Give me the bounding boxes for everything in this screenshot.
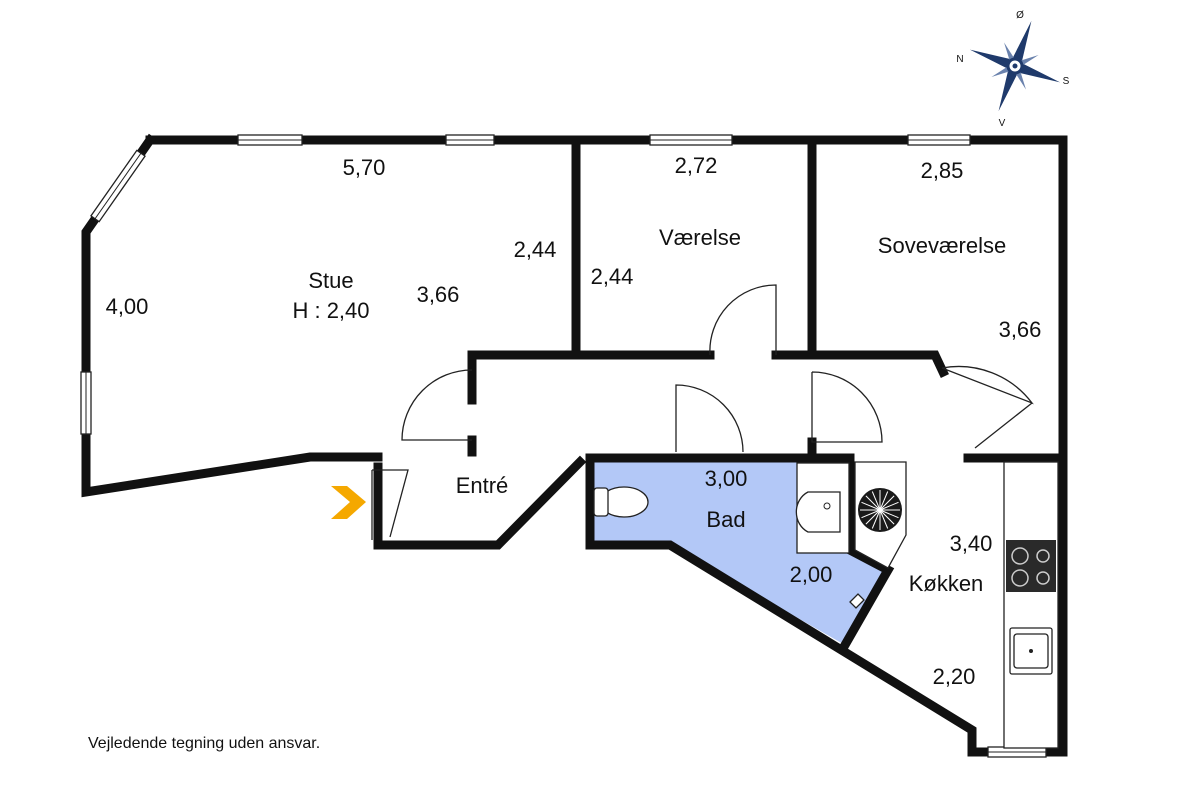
dim-kokken-width: 2,20 — [933, 664, 976, 689]
dim-stue-width: 5,70 — [343, 155, 386, 180]
dim-kokken-depth: 3,40 — [950, 531, 993, 556]
boiler — [854, 461, 907, 569]
dim-stue-right-segment: 2,44 — [514, 237, 557, 262]
boiler-fan-blade — [871, 509, 881, 529]
disclaimer-text: Vejledende tegning uden ansvar. — [88, 735, 320, 752]
compass-rose — [969, 20, 1061, 112]
windows — [80, 134, 1047, 758]
window-stue-diagonal — [90, 149, 146, 223]
boiler-fan-blade — [861, 501, 881, 511]
hall-top-wall-1 — [467, 350, 715, 405]
door-entrance — [371, 469, 409, 540]
window-stue-top-1 — [237, 134, 303, 146]
compass-east-label: Ø — [1016, 10, 1024, 21]
outer-wall — [145, 135, 1068, 757]
dim-stue-left-height: 4,00 — [106, 294, 149, 319]
door-bad — [675, 384, 744, 453]
walls — [81, 133, 1068, 757]
dim-sove-width: 2,85 — [921, 158, 964, 183]
compass-south-label: S — [1063, 76, 1070, 87]
kitchen-fixtures — [1003, 461, 1059, 749]
toilet-tank — [593, 487, 609, 517]
dim-bad-width: 3,00 — [705, 466, 748, 491]
entre-wall — [373, 455, 587, 550]
window-vaerelse-top — [649, 134, 733, 146]
kitchen-counter — [1003, 461, 1059, 749]
window-stue-left — [80, 371, 92, 435]
bath-tap — [849, 593, 865, 609]
boiler-fan-blade — [879, 509, 889, 529]
door-stue — [401, 369, 473, 441]
doors — [371, 284, 1034, 540]
boiler-fan-blade — [879, 501, 899, 511]
compass-north-label: N — [956, 54, 963, 65]
window-stue-top-2 — [445, 134, 495, 146]
dim-sove-depth: 3,66 — [999, 317, 1042, 342]
hob-plate-3 — [1011, 569, 1029, 587]
room-label-entre: Entré — [456, 473, 509, 498]
boiler-fan-blade — [865, 495, 881, 511]
dim-vaerelse-depth: 2,44 — [591, 264, 634, 289]
boiler-fan-blade — [865, 509, 881, 525]
bath-fixtures — [593, 462, 865, 609]
kitchen-sink-drain — [1029, 649, 1033, 653]
room-label-bad: Bad — [706, 507, 745, 532]
door-vaerelse — [709, 284, 777, 356]
dim-vaerelse-width: 2,72 — [675, 153, 718, 178]
boiler-fan-blade — [879, 491, 889, 511]
bad-kitchen-wall — [838, 453, 895, 652]
kitchen-hob — [1006, 540, 1056, 592]
boiler-fan-blade — [861, 509, 881, 519]
hob-plate-4 — [1036, 571, 1050, 585]
boiler-fan-blades — [860, 490, 900, 530]
entrance-arrow — [331, 486, 366, 519]
boiler-fan-blade — [879, 509, 895, 525]
window-sove-top — [907, 134, 971, 146]
dim-bad-depth: 2,00 — [790, 562, 833, 587]
door-sove — [941, 365, 1034, 449]
hob-plate-1 — [1011, 547, 1029, 565]
room-label-sovevaerelse: Soveværelse — [878, 233, 1006, 258]
bath-sink-drain — [823, 502, 831, 510]
boiler-fan-blade — [879, 495, 895, 511]
room-label-kokken: Køkken — [909, 571, 984, 596]
compass-west-label: V — [999, 118, 1006, 129]
hall-top-wall-2 — [771, 350, 949, 378]
hob-plate-2 — [1036, 549, 1050, 563]
dim-stue-depth: 3,66 — [417, 282, 460, 307]
door-hall-closet — [811, 371, 883, 443]
room-height-stue: H : 2,40 — [292, 298, 369, 323]
boiler-fan-blade — [879, 509, 899, 519]
room-label-stue: Stue — [308, 268, 353, 293]
boiler-fan-blade — [871, 491, 881, 511]
bath-sink-basin — [795, 491, 841, 533]
room-label-vaerelse: Værelse — [659, 225, 741, 250]
